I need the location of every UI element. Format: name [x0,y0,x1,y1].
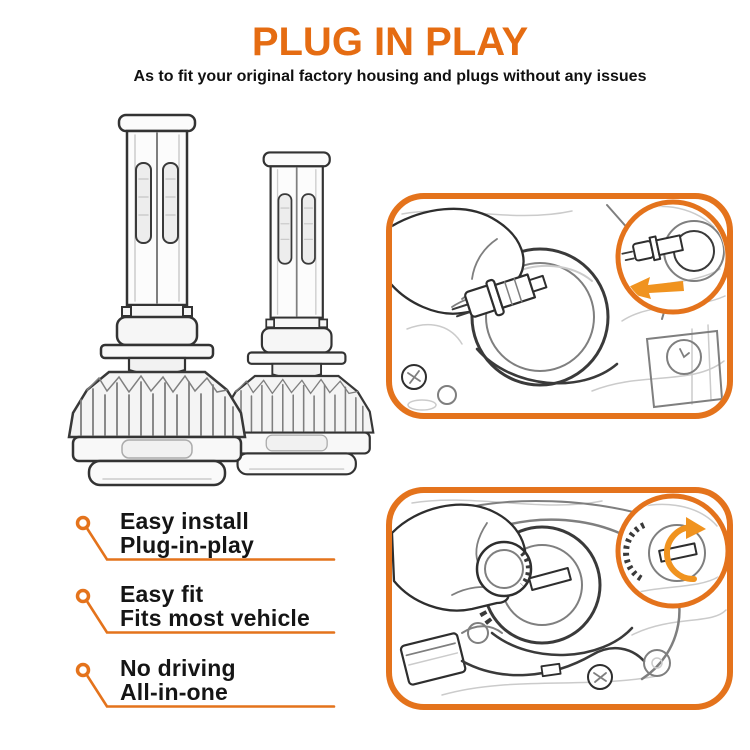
feature-line2: Plug-in-play [120,532,255,558]
step-2-inset-detail [615,493,727,609]
feature-line1: Easy fit [120,581,204,607]
bullet-connector [75,515,336,561]
install-step-1-image [386,193,733,419]
bullet-connector [75,588,336,634]
wire-sketch [460,646,646,677]
bulb-left [67,113,247,487]
arrow-icon [621,277,684,299]
header: PLUG IN PLAY As to fit your original fac… [0,22,750,86]
step-1-inset-detail [615,199,727,315]
page-subtitle: As to fit your original factory housing … [133,68,647,85]
feature-line2: Fits most vehicle [120,605,311,631]
install-step-2-image [386,487,733,710]
install-step-2-sketch [392,493,727,696]
rotate-arrow-icon [664,524,697,583]
feature-line1: No driving [120,655,236,681]
led-bulbs-illustration [67,113,375,487]
bulb-right [218,151,375,476]
install-step-1-sketch [392,199,727,411]
bullet-connector [75,662,336,708]
feature-easy-fit: Easy fit Fits most vehicle [65,578,350,642]
headlight-opening [470,247,619,387]
feature-line1: Easy install [120,508,249,534]
page-title: PLUG IN PLAY [251,20,529,64]
bulb-socket-sketch [451,273,548,318]
feature-line2: All-in-one [120,679,229,705]
feature-easy-install: Easy install Plug-in-play [65,505,350,569]
hand-sketch [392,503,533,612]
feature-no-driving: No driving All-in-one [65,652,350,716]
ballast-sketch [399,632,467,686]
